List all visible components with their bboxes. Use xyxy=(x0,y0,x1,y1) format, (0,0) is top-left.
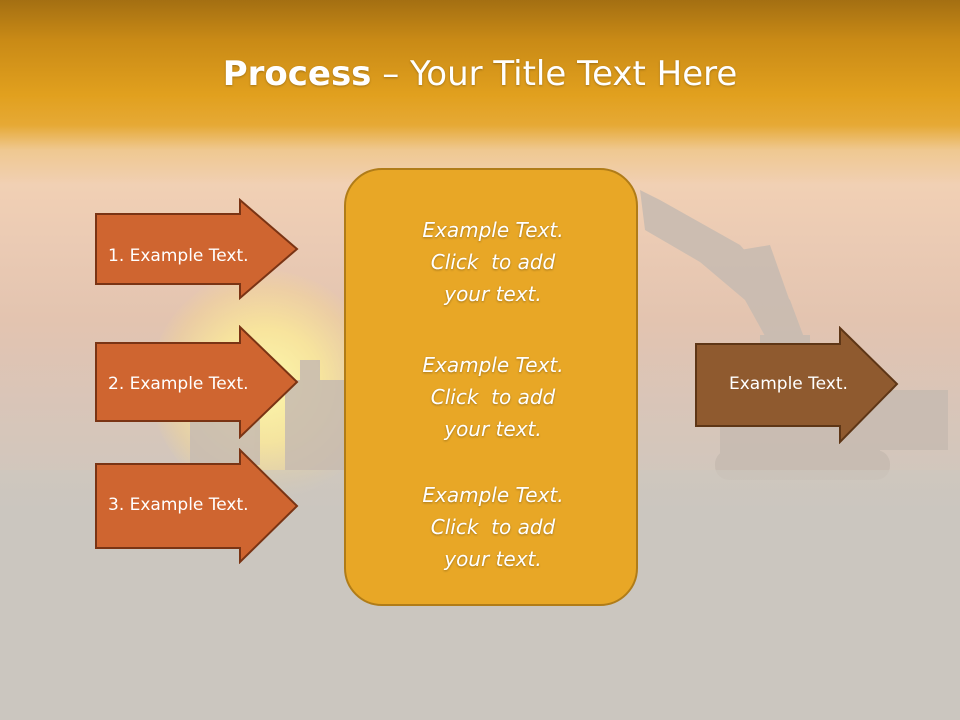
left-arrow-1[interactable] xyxy=(94,198,300,300)
center-paragraph-3-line-1: Example Text. xyxy=(422,483,564,507)
center-paragraph-1-line-3: your text. xyxy=(444,282,542,306)
center-paragraph-1-line-2: Click to add xyxy=(430,250,556,274)
right-arrow[interactable] xyxy=(694,326,900,444)
center-paragraph-3-line-3: your text. xyxy=(444,547,542,571)
center-paragraph-1-line-1: Example Text. xyxy=(422,218,564,242)
center-paragraph-2-line-3: your text. xyxy=(444,417,542,441)
left-arrow-2-label: 2. Example Text. xyxy=(108,374,249,394)
center-paragraph-1: Example Text. Click to add your text. xyxy=(346,214,640,310)
center-paragraph-2-line-1: Example Text. xyxy=(422,353,564,377)
slide-title: Process – Your Title Text Here xyxy=(0,52,960,96)
left-arrow-1-label: 1. Example Text. xyxy=(108,246,249,266)
title-rest: – Your Title Text Here xyxy=(371,54,738,94)
center-text-box[interactable]: Example Text. Click to add your text. Ex… xyxy=(344,168,638,606)
center-paragraph-2: Example Text. Click to add your text. xyxy=(346,349,640,445)
left-arrow-3-label: 3. Example Text. xyxy=(108,495,249,515)
right-arrow-label: Example Text. xyxy=(729,374,848,394)
title-bold: Process xyxy=(222,54,372,94)
left-arrow-3[interactable] xyxy=(94,448,300,564)
left-arrow-2[interactable] xyxy=(94,325,300,439)
center-paragraph-2-line-2: Click to add xyxy=(430,385,556,409)
center-paragraph-3-line-2: Click to add xyxy=(430,515,556,539)
center-paragraph-3: Example Text. Click to add your text. xyxy=(346,479,640,575)
